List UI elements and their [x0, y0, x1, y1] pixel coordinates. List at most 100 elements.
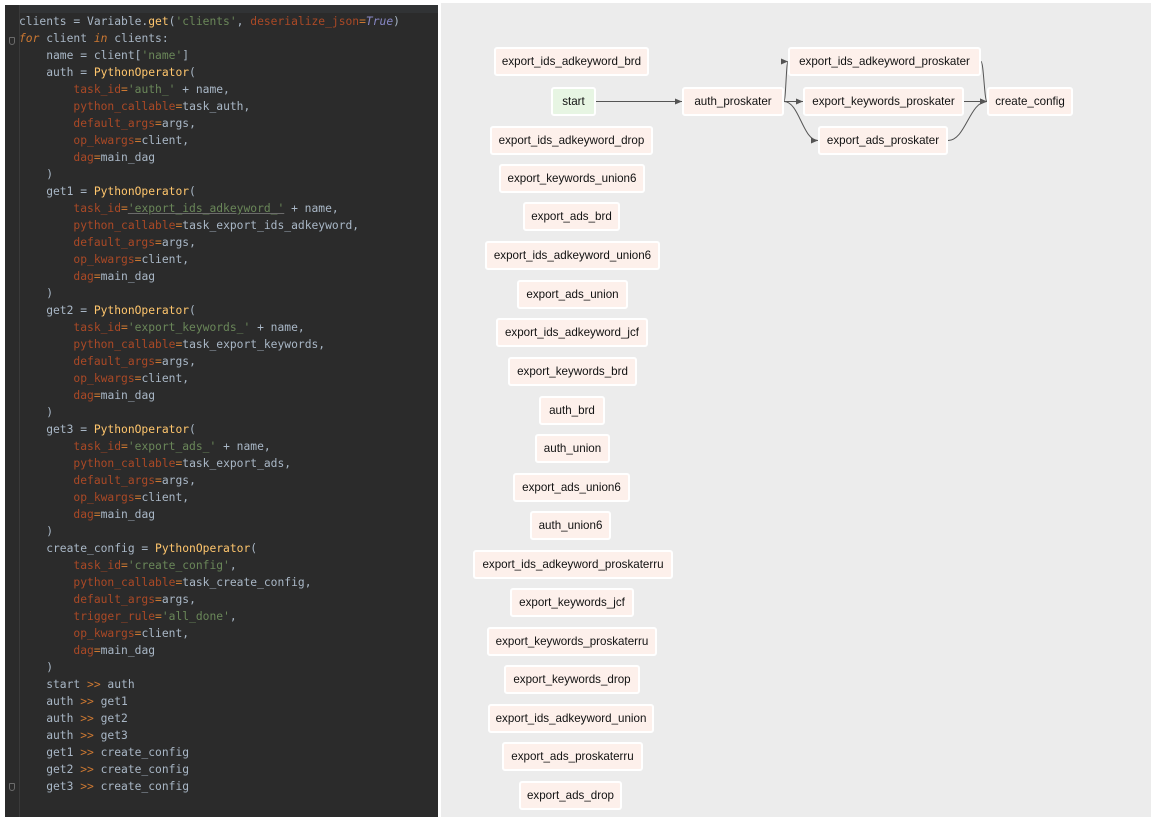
code-token: client,	[141, 134, 190, 147]
dag-node-export-ads-proskaterru[interactable]: export_ads_proskaterru	[502, 742, 643, 771]
dag-node-export-ids-adkeyword-proskater[interactable]: export_ids_adkeyword_proskater	[788, 47, 981, 76]
code-line[interactable]: )	[19, 659, 438, 676]
code-line[interactable]: default_args=args,	[19, 115, 438, 132]
dag-node-auth-brd[interactable]: auth_brd	[539, 396, 605, 425]
code-line[interactable]: python_callable=task_create_config,	[19, 574, 438, 591]
code-token: 'create_config'	[127, 559, 230, 572]
code-line[interactable]: get1 >> create_config	[19, 744, 438, 761]
dag-node-export-ads-proskater[interactable]: export_ads_proskater	[818, 126, 948, 155]
code-token: )	[393, 15, 400, 28]
fold-marker-icon[interactable]	[9, 37, 15, 45]
code-line[interactable]: trigger_rule='all_done',	[19, 608, 438, 625]
dag-node-export-keywords-brd[interactable]: export_keywords_brd	[508, 357, 637, 386]
code-line[interactable]: op_kwargs=client,	[19, 370, 438, 387]
code-line[interactable]: task_id='export_ids_adkeyword_' + name,	[19, 200, 438, 217]
dag-node-export-keywords-proskater[interactable]: export_keywords_proskater	[803, 87, 964, 116]
dag-node-export-ids-adkeyword-jcf[interactable]: export_ids_adkeyword_jcf	[496, 318, 648, 347]
code-line[interactable]: dag=main_dag	[19, 387, 438, 404]
code-line[interactable]: get2 >> create_config	[19, 761, 438, 778]
code-line[interactable]: python_callable=task_export_keywords,	[19, 336, 438, 353]
code-token: main_dag	[100, 508, 156, 521]
code-token: task_export_ids_adkeyword,	[182, 219, 360, 232]
code-line[interactable]: python_callable=task_export_ids_adkeywor…	[19, 217, 438, 234]
dag-node-create-config[interactable]: create_config	[987, 87, 1073, 116]
dag-node-auth-proskater[interactable]: auth_proskater	[682, 87, 784, 116]
code-line[interactable]: task_id='export_keywords_' + name,	[19, 319, 438, 336]
code-line[interactable]: default_args=args,	[19, 591, 438, 608]
dag-node-auth-union6[interactable]: auth_union6	[530, 511, 611, 540]
code-line[interactable]: task_id='create_config',	[19, 557, 438, 574]
code-line[interactable]: op_kwargs=client,	[19, 132, 438, 149]
dag-node-label: auth_union6	[538, 519, 603, 532]
dag-node-export-ids-adkeyword-union6[interactable]: export_ids_adkeyword_union6	[485, 241, 660, 270]
code-line[interactable]: start >> auth	[19, 676, 438, 693]
code-line[interactable]: python_callable=task_auth,	[19, 98, 438, 115]
dag-node-export-ads-drop[interactable]: export_ads_drop	[519, 781, 622, 810]
dag-node-export-ads-union6[interactable]: export_ads_union6	[513, 473, 630, 502]
dag-node-export-keywords-jcf[interactable]: export_keywords_jcf	[510, 588, 634, 617]
code-line[interactable]: )	[19, 523, 438, 540]
code-token	[19, 593, 73, 606]
code-line[interactable]: default_args=args,	[19, 234, 438, 251]
code-line[interactable]: auth = PythonOperator(	[19, 64, 438, 81]
dag-node-label: export_ads_proskaterru	[511, 750, 634, 763]
code-line[interactable]: python_callable=task_export_ads,	[19, 455, 438, 472]
code-line[interactable]: op_kwargs=client,	[19, 625, 438, 642]
dag-node-export-ids-adkeyword-drop[interactable]: export_ids_adkeyword_drop	[490, 126, 653, 155]
code-line[interactable]: dag=main_dag	[19, 506, 438, 523]
code-line[interactable]: op_kwargs=client,	[19, 489, 438, 506]
code-token: get3	[93, 729, 128, 742]
code-line[interactable]: get3 = PythonOperator(	[19, 421, 438, 438]
code-line[interactable]: get3 >> create_config	[19, 778, 438, 795]
code-token	[19, 321, 73, 334]
code-token: >>	[80, 695, 94, 708]
code-token	[19, 474, 73, 487]
code-line[interactable]: default_args=args,	[19, 353, 438, 370]
dag-node-export-keywords-proskaterru[interactable]: export_keywords_proskaterru	[487, 627, 657, 656]
code-line[interactable]: task_id='export_ads_' + name,	[19, 438, 438, 455]
code-line[interactable]: default_args=args,	[19, 472, 438, 489]
code-token: python_callable	[73, 100, 176, 113]
code-token: create_config	[93, 746, 190, 759]
code-line[interactable]: auth >> get2	[19, 710, 438, 727]
dag-node-export-keywords-union6[interactable]: export_keywords_union6	[499, 164, 645, 193]
dag-node-label: export_keywords_union6	[507, 172, 637, 185]
code-line[interactable]: get2 = PythonOperator(	[19, 302, 438, 319]
code-token: task_id	[73, 321, 122, 334]
dag-node-auth-union[interactable]: auth_union	[535, 434, 610, 463]
code-line[interactable]: dag=main_dag	[19, 149, 438, 166]
code-line[interactable]: get1 = PythonOperator(	[19, 183, 438, 200]
code-line[interactable]: dag=main_dag	[19, 642, 438, 659]
code-line[interactable]: )	[19, 166, 438, 183]
code-editor[interactable]: clients = Variable.get('clients', deseri…	[5, 5, 438, 817]
code-token: default_args	[73, 593, 156, 606]
dag-node-export-ids-adkeyword-union[interactable]: export_ids_adkeyword_union	[488, 704, 654, 733]
code-line[interactable]: create_config = PythonOperator(	[19, 540, 438, 557]
code-token	[19, 83, 73, 96]
code-line[interactable]: task_id='auth_' + name,	[19, 81, 438, 98]
code-token: (	[250, 542, 258, 555]
code-line[interactable]: )	[19, 285, 438, 302]
code-lines[interactable]: clients = Variable.get('clients', deseri…	[19, 13, 438, 795]
dag-node-export-ads-union[interactable]: export_ads_union	[517, 280, 628, 309]
code-line[interactable]: dag=main_dag	[19, 268, 438, 285]
dag-node-start[interactable]: start	[551, 87, 596, 116]
dag-node-export-ads-brd[interactable]: export_ads_brd	[523, 202, 620, 231]
dag-node-export-keywords-drop[interactable]: export_keywords_drop	[504, 665, 640, 694]
code-line[interactable]: )	[19, 404, 438, 421]
code-line[interactable]: for client in clients:	[19, 30, 438, 47]
code-line[interactable]: auth >> get3	[19, 727, 438, 744]
code-token: )	[19, 406, 54, 419]
code-line[interactable]: clients = Variable.get('clients', deseri…	[19, 13, 438, 30]
code-token: client	[39, 32, 94, 45]
code-line[interactable]: name = client['name']	[19, 47, 438, 64]
code-token: client,	[141, 491, 190, 504]
code-token: create_config	[93, 763, 190, 776]
code-line[interactable]: op_kwargs=client,	[19, 251, 438, 268]
dag-node-export-ids-adkeyword-proskaterru[interactable]: export_ids_adkeyword_proskaterru	[473, 550, 673, 579]
code-line[interactable]: auth >> get1	[19, 693, 438, 710]
fold-marker-icon[interactable]	[9, 783, 15, 791]
code-token: client,	[141, 372, 190, 385]
dag-node-export-ids-adkeyword-brd[interactable]: export_ids_adkeyword_brd	[494, 47, 649, 76]
